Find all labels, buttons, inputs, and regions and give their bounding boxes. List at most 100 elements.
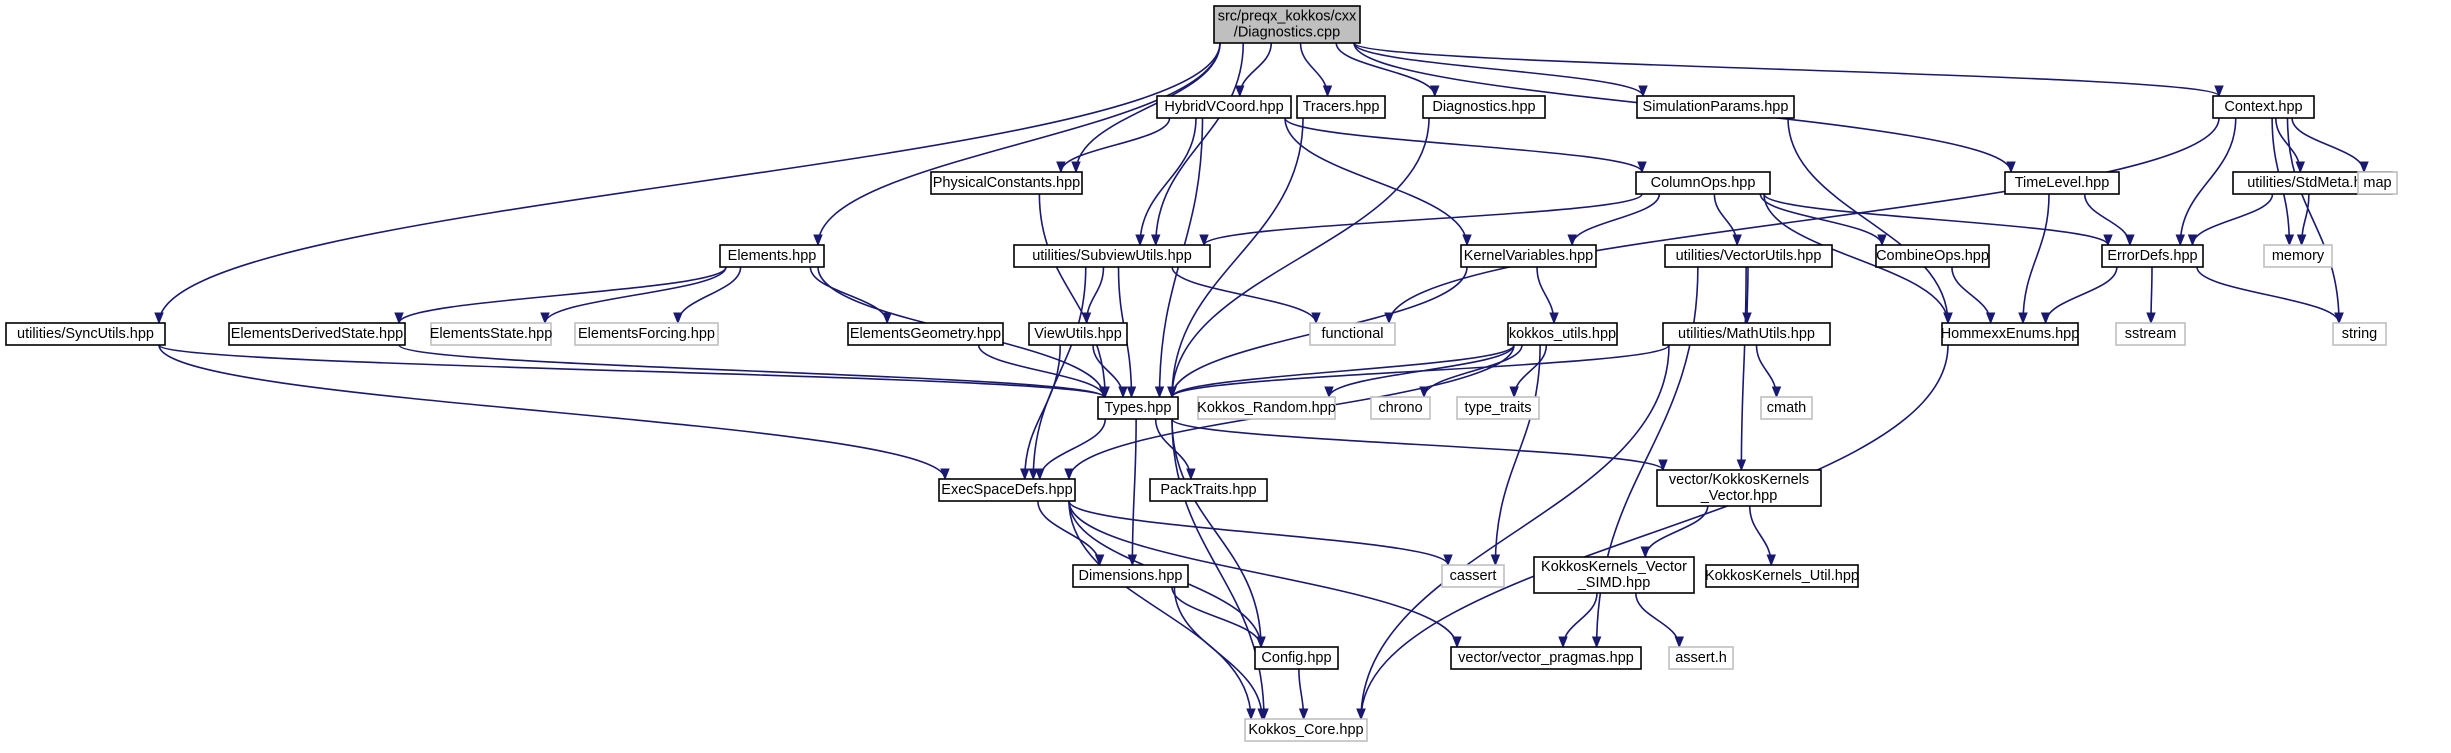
edge-diag_cpp-to-syncutils bbox=[154, 42, 1221, 325]
node-errordefs[interactable]: ErrorDefs.hpp bbox=[2101, 244, 2204, 268]
edge-vectorutils-to-mathutils bbox=[1742, 266, 1752, 325]
node-functional[interactable]: functional bbox=[1309, 322, 1396, 346]
arrowhead bbox=[1324, 386, 1334, 399]
node-label: string bbox=[2342, 326, 2377, 342]
edge-line bbox=[2286, 117, 2340, 324]
edge-columnops-to-vectorutils bbox=[1713, 193, 1742, 247]
node-label: Types.hpp bbox=[1105, 400, 1172, 416]
node-hybrid[interactable]: HybridVCoord.hpp bbox=[1156, 95, 1292, 119]
node-columnops[interactable]: ColumnOps.hpp bbox=[1635, 171, 1771, 195]
node-elements[interactable]: Elements.hpp bbox=[719, 244, 825, 268]
edge-line bbox=[1740, 266, 1747, 471]
node-elemforcing[interactable]: ElementsForcing.hpp bbox=[574, 322, 719, 346]
edge-columnops-to-errordefs bbox=[1763, 193, 2113, 247]
edge-line bbox=[1353, 42, 2220, 97]
node-map[interactable]: map bbox=[2357, 171, 2398, 195]
node-kokkoscore[interactable]: Kokkos_Core.hpp bbox=[1244, 718, 1368, 742]
node-label: ElementsDerivedState.hpp bbox=[231, 326, 404, 342]
node-elemderived[interactable]: ElementsDerivedState.hpp bbox=[228, 322, 406, 346]
node-execspace[interactable]: ExecSpaceDefs.hpp bbox=[938, 478, 1076, 502]
arrowhead bbox=[2125, 234, 2135, 247]
edge-diag_cpp-to-elements bbox=[813, 42, 1221, 247]
node-box bbox=[1662, 322, 1831, 346]
node-cassert[interactable]: cassert bbox=[1441, 564, 1505, 588]
node-diag_hpp[interactable]: Diagnostics.hpp bbox=[1422, 95, 1546, 119]
node-label: Diagnostics.hpp bbox=[1432, 99, 1535, 115]
edge-line bbox=[2022, 193, 2050, 324]
edge-line bbox=[1023, 344, 1062, 480]
node-subview[interactable]: utilities/SubviewUtils.hpp bbox=[1013, 244, 1211, 268]
arrowhead bbox=[1558, 636, 1568, 649]
node-kokkosutils[interactable]: kokkos_utils.hpp bbox=[1507, 322, 1618, 346]
edge-line bbox=[809, 266, 888, 324]
edge-kkvector-to-kkvecsimd bbox=[1640, 505, 1709, 559]
edge-stdmeta-to-memory bbox=[2296, 193, 2310, 247]
node-cmath[interactable]: cmath bbox=[1760, 396, 1813, 420]
arrowhead bbox=[1384, 312, 1394, 325]
edge-kernelvars-to-kokkosutils bbox=[1536, 266, 1559, 325]
arrowhead bbox=[2006, 161, 2016, 174]
arrowhead bbox=[1771, 386, 1782, 399]
node-context[interactable]: Context.hpp bbox=[2212, 95, 2315, 119]
node-syncutils[interactable]: utilities/SyncUtils.hpp bbox=[5, 322, 166, 346]
edge-line bbox=[1763, 193, 1949, 324]
edge-line bbox=[1171, 117, 1304, 398]
arrowhead bbox=[1256, 636, 1266, 649]
edge-line bbox=[677, 266, 742, 324]
node-kkvector[interactable]: vector/KokkosKernels_Vector.hpp bbox=[1656, 469, 1822, 507]
node-config[interactable]: Config.hpp bbox=[1254, 646, 1339, 670]
edge-line bbox=[158, 42, 1221, 324]
node-kernelvars[interactable]: KernelVariables.hpp bbox=[1460, 244, 1597, 268]
node-sstream[interactable]: sstream bbox=[2115, 322, 2186, 346]
node-string[interactable]: string bbox=[2332, 322, 2387, 346]
node-tracers[interactable]: Tracers.hpp bbox=[1296, 95, 1386, 119]
edge-line bbox=[817, 42, 1221, 246]
node-kkutil[interactable]: KokkosKernels_Util.hpp bbox=[1705, 564, 1859, 588]
node-viewutils[interactable]: ViewUtils.hpp bbox=[1028, 322, 1128, 346]
node-vectorutils[interactable]: utilities/VectorUtils.hpp bbox=[1664, 244, 1833, 268]
node-box bbox=[1422, 95, 1546, 119]
node-vecpragmas[interactable]: vector/vector_pragmas.hpp bbox=[1450, 646, 1642, 670]
arrowhead bbox=[1732, 234, 1742, 247]
node-timelevel[interactable]: TimeLevel.hpp bbox=[2004, 171, 2120, 195]
edge-line bbox=[1423, 344, 1523, 398]
node-label: ExecSpaceDefs.hpp bbox=[941, 482, 1072, 498]
node-elemgeom[interactable]: ElementsGeometry.hpp bbox=[847, 322, 1004, 346]
node-label: Elements.hpp bbox=[728, 248, 817, 264]
node-kkvecsimd[interactable]: KokkosKernels_Vector_SIMD.hpp bbox=[1533, 556, 1695, 594]
node-physconst[interactable]: PhysicalConstants.hpp bbox=[930, 171, 1083, 195]
node-box bbox=[1450, 646, 1642, 670]
node-typetraits[interactable]: type_traits bbox=[1456, 396, 1540, 420]
node-label: kokkos_utils.hpp bbox=[1509, 326, 1616, 342]
edge-line bbox=[1787, 117, 1949, 324]
node-simparams[interactable]: SimulationParams.hpp bbox=[1636, 95, 1795, 119]
edge-kokkosutils-to-cassert bbox=[1490, 344, 1541, 567]
node-chrono[interactable]: chrono bbox=[1370, 396, 1431, 420]
node-kokkosrandom[interactable]: Kokkos_Random.hpp bbox=[1197, 396, 1336, 420]
node-elemstate[interactable]: ElementsState.hpp bbox=[430, 322, 553, 346]
node-box bbox=[1213, 5, 1361, 44]
node-diag_cpp[interactable]: src/preqx_kokkos/cxx/Diagnostics.cpp bbox=[1213, 5, 1361, 44]
edge-errordefs-to-hommexx bbox=[2040, 266, 2118, 325]
edge-line bbox=[1171, 344, 1515, 398]
node-packtraits[interactable]: PackTraits.hpp bbox=[1149, 478, 1268, 502]
node-stdmeta[interactable]: utilities/StdMeta.hpp bbox=[2232, 171, 2393, 195]
node-mathutils[interactable]: utilities/MathUtils.hpp bbox=[1662, 322, 1831, 346]
node-box bbox=[1941, 322, 2079, 346]
node-combineops[interactable]: CombineOps.hpp bbox=[1875, 244, 1990, 268]
node-dimensions[interactable]: Dimensions.hpp bbox=[1072, 564, 1189, 588]
node-asserth[interactable]: assert.h bbox=[1668, 646, 1734, 670]
arrowhead bbox=[1674, 636, 1684, 649]
node-box bbox=[1149, 478, 1268, 502]
arrowhead bbox=[673, 312, 683, 325]
node-box bbox=[1254, 646, 1339, 670]
node-hommexx[interactable]: HommexxEnums.hpp bbox=[1941, 322, 2080, 346]
arrowhead bbox=[1430, 85, 1440, 98]
node-box bbox=[2115, 322, 2186, 346]
node-memory[interactable]: memory bbox=[2263, 244, 2333, 268]
node-label: utilities/SyncUtils.hpp bbox=[17, 326, 154, 342]
edge-execspace-to-dimensions bbox=[1037, 500, 1105, 567]
edge-line bbox=[1171, 266, 1317, 324]
node-types[interactable]: Types.hpp bbox=[1097, 396, 1179, 420]
